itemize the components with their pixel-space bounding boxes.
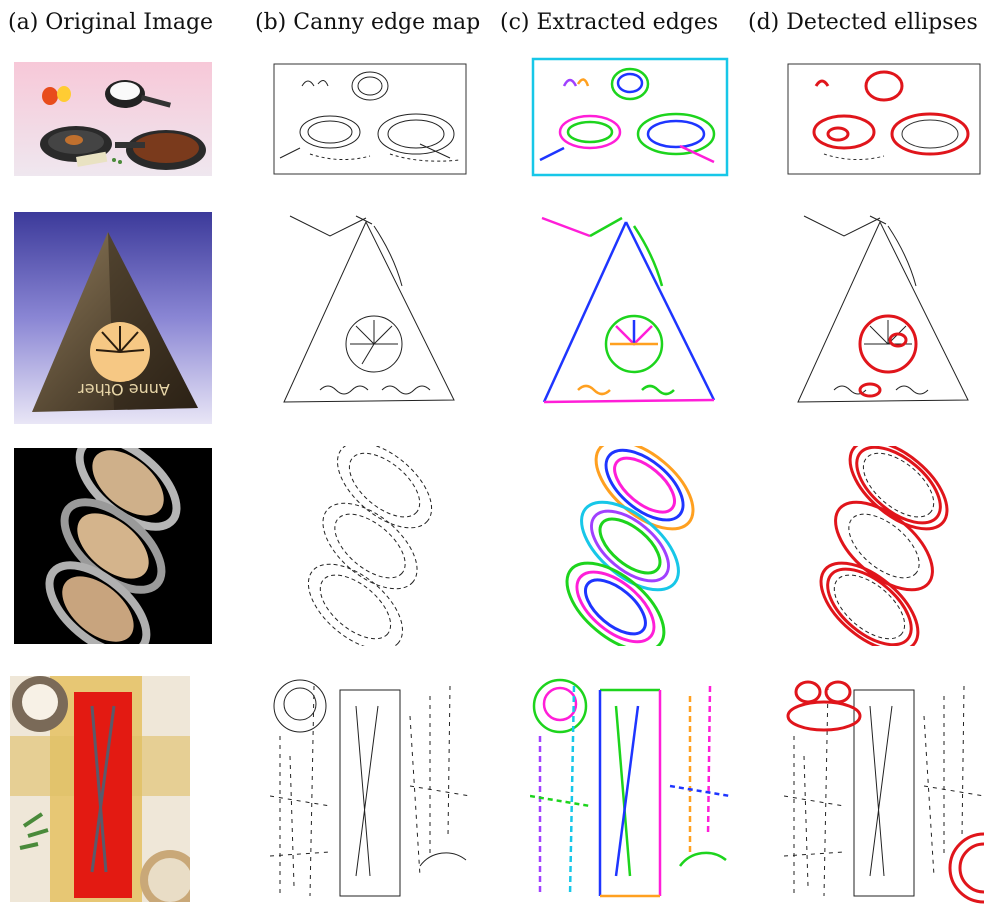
extracted-edges-pyramid	[530, 204, 730, 416]
detected-ellipses-saturn	[784, 446, 984, 646]
pyramid-inscription: Anne Other	[78, 380, 170, 399]
canny-edge-map-cookware	[270, 58, 470, 180]
column-header-ellipses: (d) Detected ellipses	[748, 10, 978, 35]
canny-edge-map-pyramid	[270, 204, 470, 416]
extracted-edges-saturn	[530, 446, 730, 646]
column-header-canny: (b) Canny edge map	[255, 10, 480, 35]
column-header-original: (a) Original Image	[8, 10, 213, 35]
original-image-saturn	[14, 448, 212, 644]
canny-edge-map-chopsticks	[270, 676, 470, 906]
original-image-pyramid: Anne Other	[14, 212, 212, 424]
canny-edge-map-saturn	[270, 446, 470, 646]
original-image-cookware	[14, 62, 212, 176]
detected-ellipses-cookware	[784, 58, 984, 180]
detected-ellipses-pyramid	[784, 204, 984, 416]
detected-ellipses-chopsticks	[784, 676, 984, 906]
extracted-edges-chopsticks	[530, 676, 730, 906]
extracted-edges-cookware	[530, 56, 730, 178]
column-header-extracted: (c) Extracted edges	[500, 10, 718, 35]
original-image-chopsticks	[10, 676, 190, 902]
